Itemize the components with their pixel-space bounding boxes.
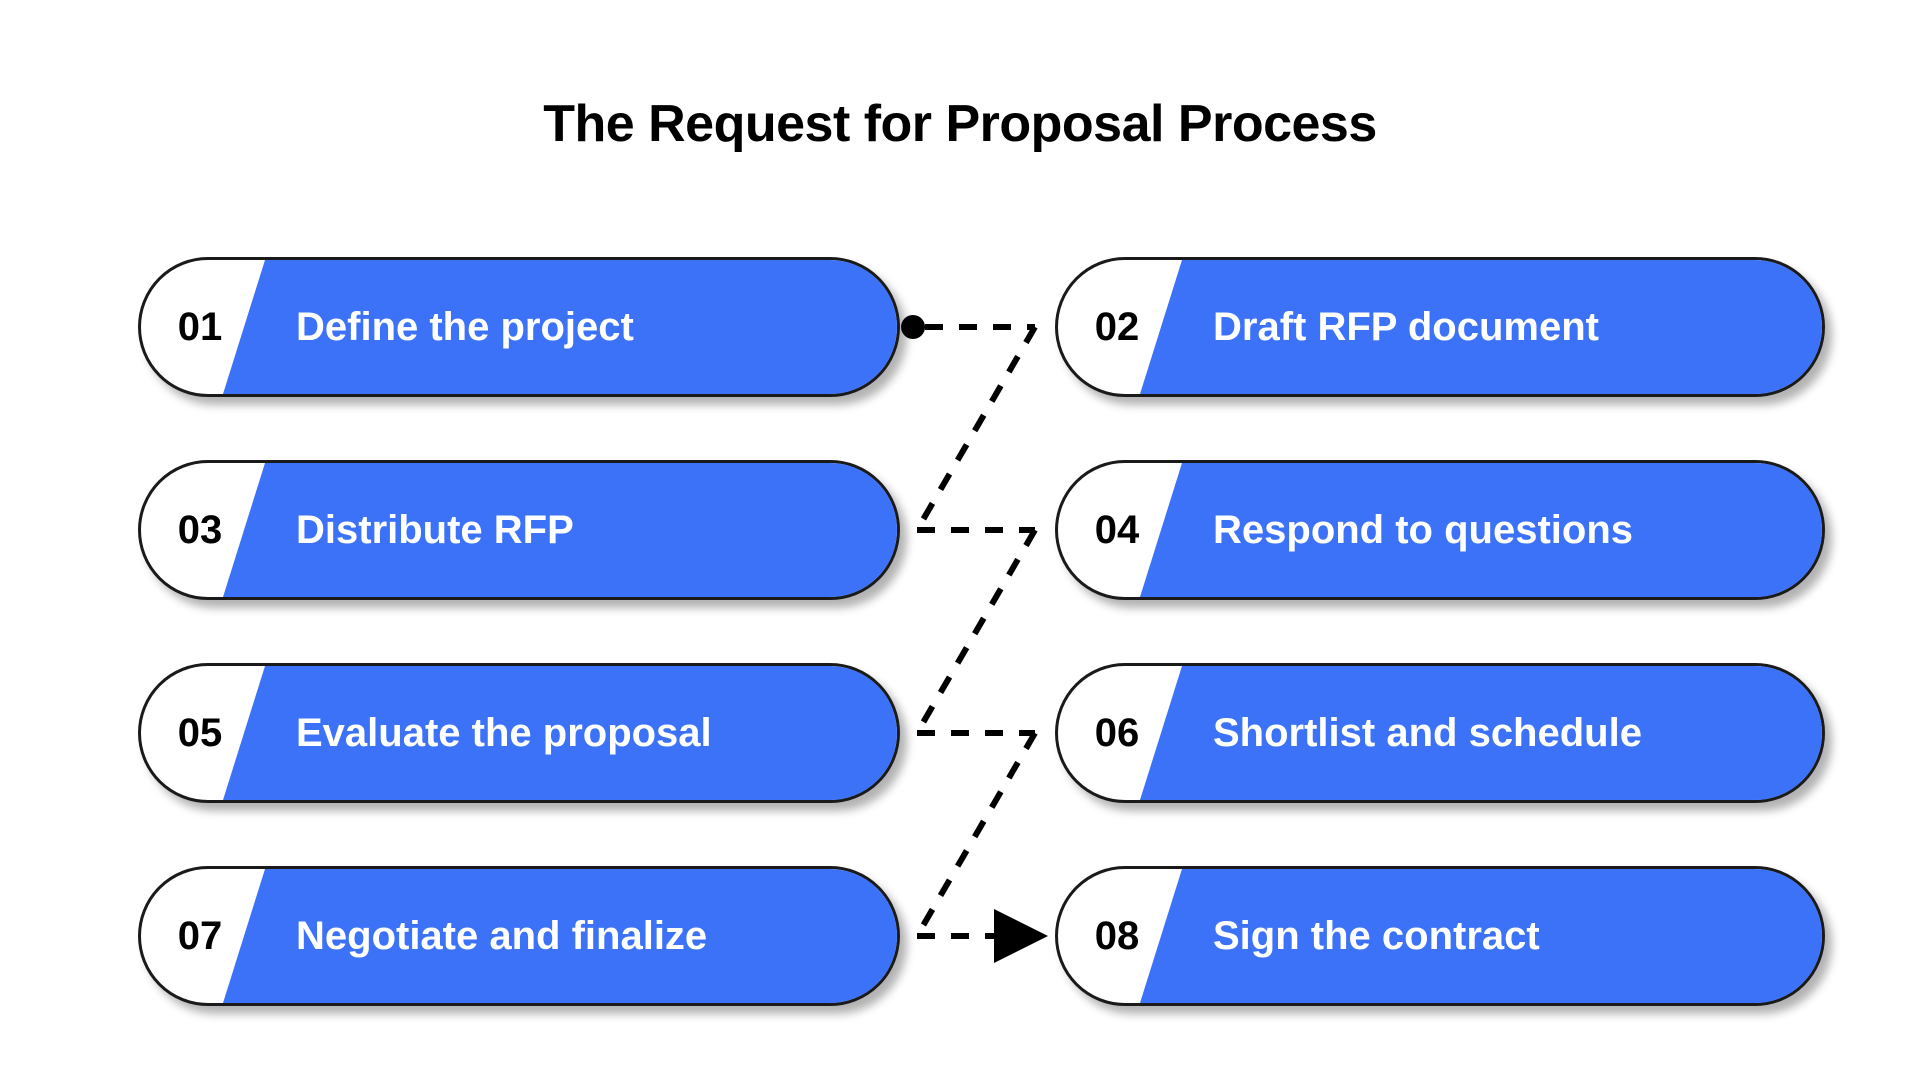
step-card-accent-panel bbox=[1140, 463, 1822, 597]
step-label: Define the project bbox=[296, 304, 634, 349]
connector-04-to-05 bbox=[914, 528, 1038, 735]
step-card-08[interactable]: 08 Sign the contract bbox=[1055, 866, 1825, 1006]
step-label: Evaluate the proposal bbox=[296, 710, 712, 755]
connector-02-to-03 bbox=[914, 325, 1038, 532]
step-card-shape bbox=[138, 866, 900, 1006]
step-card-accent-panel bbox=[223, 260, 897, 394]
step-card-shape bbox=[1055, 460, 1825, 600]
step-label: Sign the contract bbox=[1213, 913, 1540, 958]
step-card-accent-panel bbox=[1140, 869, 1822, 1003]
step-card-02[interactable]: 02 Draft RFP document bbox=[1055, 257, 1825, 397]
step-card-01[interactable]: 01 Define the project bbox=[138, 257, 900, 397]
step-number: 03 bbox=[177, 507, 223, 552]
step-card-07[interactable]: 07 Negotiate and finalize bbox=[138, 866, 900, 1006]
step-card-accent-panel bbox=[223, 463, 897, 597]
step-card-accent-panel bbox=[1140, 666, 1822, 800]
step-number: 07 bbox=[177, 913, 223, 958]
step-label: Negotiate and finalize bbox=[296, 913, 708, 958]
step-number: 02 bbox=[1094, 304, 1140, 349]
connector-06-to-07 bbox=[914, 731, 1038, 938]
step-number: 04 bbox=[1094, 507, 1140, 552]
step-number: 05 bbox=[177, 710, 223, 755]
step-label: Draft RFP document bbox=[1213, 304, 1599, 349]
step-card-shape bbox=[138, 257, 900, 397]
step-card-accent-panel bbox=[223, 869, 897, 1003]
step-label: Respond to questions bbox=[1213, 507, 1633, 552]
connector-start-dot bbox=[901, 315, 925, 339]
step-card-03[interactable]: 03 Distribute RFP bbox=[138, 460, 900, 600]
step-number: 08 bbox=[1094, 913, 1140, 958]
page-title: The Request for Proposal Process bbox=[543, 95, 1377, 153]
step-number: 01 bbox=[177, 304, 223, 349]
step-card-shape bbox=[1055, 866, 1825, 1006]
step-card-06[interactable]: 06 Shortlist and schedule bbox=[1055, 663, 1825, 803]
step-label: Distribute RFP bbox=[296, 507, 574, 552]
step-card-shape bbox=[138, 460, 900, 600]
step-card-04[interactable]: 04 Respond to questions bbox=[1055, 460, 1825, 600]
step-card-shape bbox=[1055, 257, 1825, 397]
step-card-accent-panel bbox=[1140, 260, 1822, 394]
step-card-shape bbox=[1055, 663, 1825, 803]
step-label: Shortlist and schedule bbox=[1213, 710, 1642, 755]
step-card-accent-panel bbox=[223, 666, 897, 800]
step-number: 06 bbox=[1094, 710, 1140, 755]
step-card-shape bbox=[138, 663, 900, 803]
step-card-05[interactable]: 05 Evaluate the proposal bbox=[138, 663, 900, 803]
